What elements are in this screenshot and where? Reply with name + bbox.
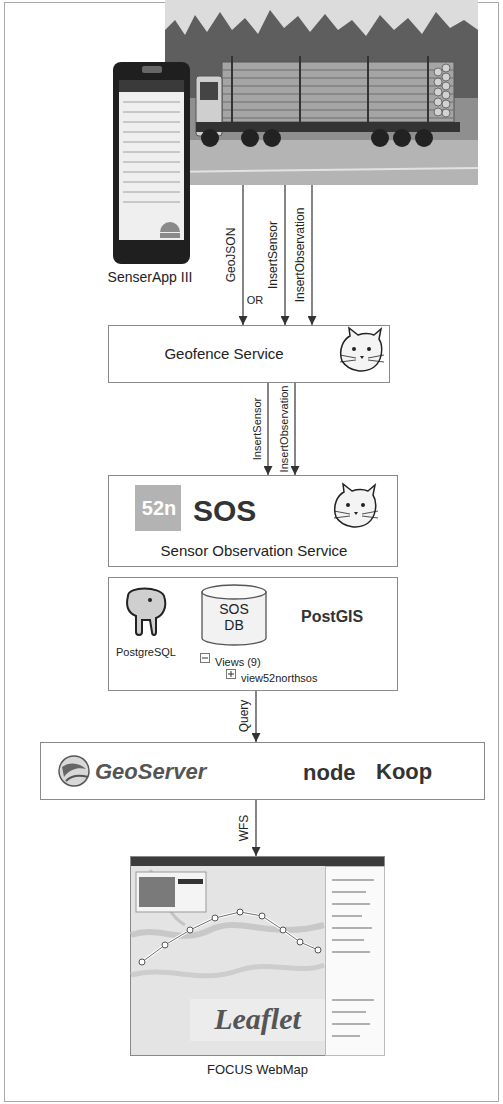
logo-text: 52n [142, 497, 176, 520]
logo-text: PostGIS [301, 608, 363, 626]
text-slot: SenserApp III [100, 268, 200, 286]
service-box: 52n SOS Sensor Observation Service [108, 475, 398, 567]
tomcat-logo [340, 328, 384, 371]
logo-text: Leaflet [214, 1002, 301, 1037]
text-slot: PostgreSQL [109, 642, 183, 660]
separator-note: OR [247, 294, 264, 306]
tree-item: Views (9) [215, 656, 261, 669]
edge-label: InsertSensor [251, 398, 263, 460]
web-map-node: LeafletFOCUS WebMap [130, 856, 385, 1056]
edge-label: GeoJSON [225, 228, 238, 283]
map-label: FOCUS WebMap [207, 1063, 308, 1078]
edge-label: InsertSensor [267, 221, 280, 289]
flow-arrow [255, 691, 256, 742]
database-cylinder: SOS DB [201, 584, 267, 646]
flow-arrow [267, 383, 268, 475]
text-slot: SOS DB [212, 601, 256, 634]
tomcat-logo [334, 484, 378, 527]
geoserver-logo [59, 756, 89, 786]
edge-label: Query [238, 700, 251, 733]
flow-arrow [311, 185, 312, 325]
flow-arrow [242, 185, 243, 325]
text-slot: Geofence Service [109, 345, 339, 363]
web-map-screenshot [131, 857, 385, 1056]
edge-label: WFS [238, 815, 251, 842]
service-box: Geofence Service [108, 325, 390, 383]
server-box: GeoServer node Koop [40, 742, 485, 800]
edge-label: InsertObservation [294, 208, 307, 303]
app-label: SenserApp III [108, 269, 193, 285]
flow-arrow [255, 800, 256, 856]
text-slot: SOS [193, 494, 256, 529]
outer-frame [5, 3, 499, 1102]
text-slot: Sensor Observation Service [109, 542, 399, 560]
text-slot: 52n [136, 497, 182, 520]
phone-picture [113, 62, 190, 264]
elephant-logo [127, 589, 165, 636]
text-slot: PostGIS [301, 608, 363, 626]
flow-arrow [284, 185, 285, 325]
text-slot: node [303, 760, 356, 785]
truck-photo [165, 0, 478, 185]
logo-text: SOS [193, 494, 256, 529]
tree-item: view52northsos [241, 672, 317, 685]
data-source-node: SenserApp III [113, 0, 478, 185]
text-slot: Leaflet [190, 1002, 325, 1037]
logo-text: PostgreSQL [116, 646, 176, 659]
edge-label: InsertObservation [278, 386, 290, 473]
text-slot: Koop [376, 759, 432, 784]
database-label: SOS DB [212, 601, 256, 633]
logo-square [135, 485, 181, 531]
text-slot: GeoServer [95, 759, 206, 784]
text-slot: view52northsos [241, 668, 317, 686]
logo-text: Koop [376, 759, 432, 784]
logo-text: node [303, 760, 356, 785]
flow-arrow [294, 383, 295, 475]
logo-text: GeoServer [95, 759, 206, 784]
service-label: Sensor Observation Service [161, 542, 348, 559]
text-slot: Views (9) [215, 652, 261, 670]
text-slot: FOCUS WebMap [130, 1060, 385, 1078]
service-label: Geofence Service [164, 345, 283, 362]
database-box: PostgreSQL PostGIS Views (9) view52northsos… [108, 577, 398, 691]
